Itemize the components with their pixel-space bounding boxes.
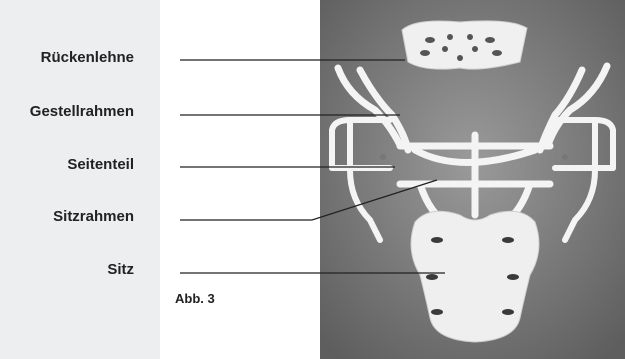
figure-caption: Abb. 3	[175, 291, 215, 306]
backrest-part	[402, 21, 527, 69]
label-gestellrahmen: Gestellrahmen	[30, 103, 134, 120]
label-rueckenlehne: Rückenlehne	[41, 49, 134, 66]
label-seitenteil: Seitenteil	[67, 156, 134, 173]
label-sitzrahmen: Sitzrahmen	[53, 208, 134, 225]
product-photo	[320, 0, 625, 359]
label-sitz: Sitz	[107, 261, 134, 278]
